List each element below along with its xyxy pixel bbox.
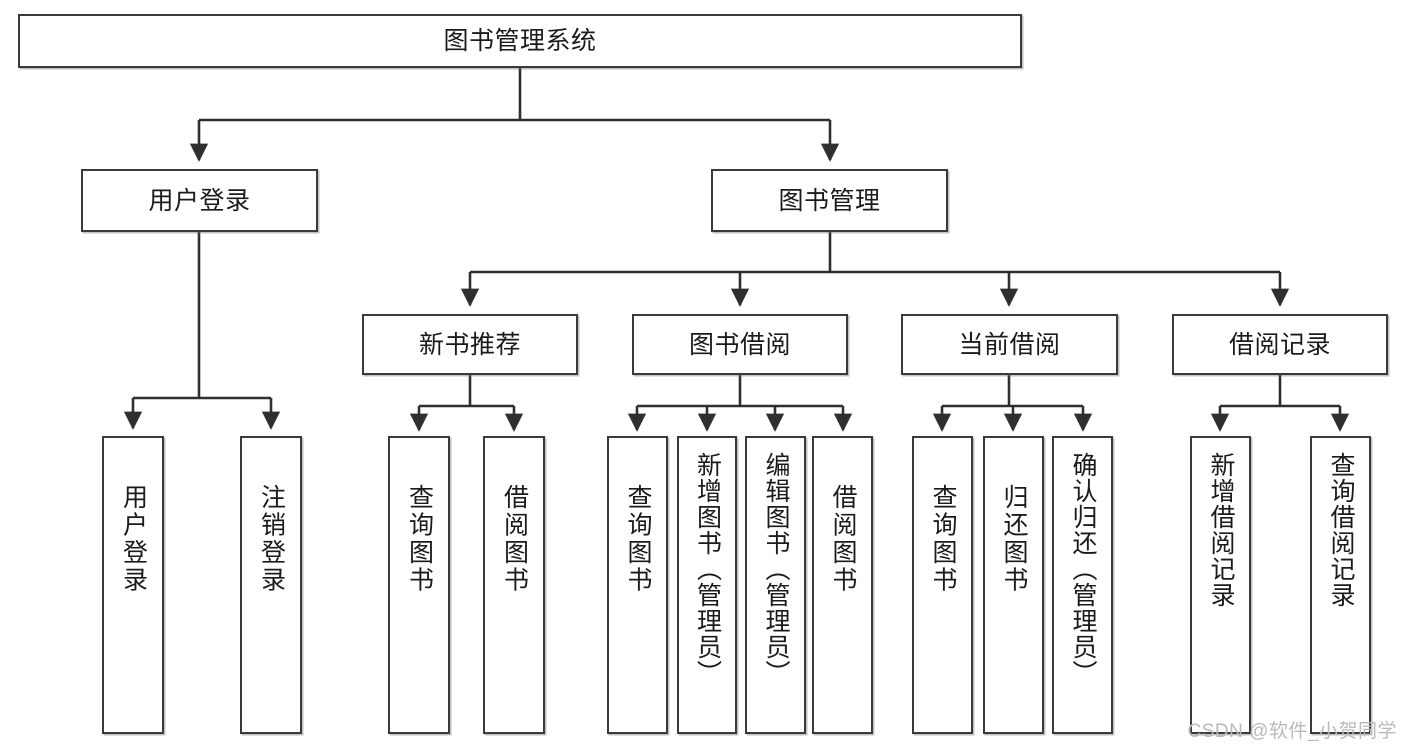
leaf-borrow-book-rec[interactable]: 借阅图书 — [483, 436, 545, 734]
leaf-user-login-label: 用户登录 — [119, 484, 148, 594]
leaf-query-record-label: 查询借阅记录 — [1327, 452, 1355, 608]
leaf-query-book-rec-label: 查询图书 — [405, 484, 434, 594]
leaf-confirm-return[interactable]: 确认归还（管理员） — [1052, 436, 1113, 734]
node-root[interactable]: 图书管理系统 — [18, 14, 1022, 68]
node-user-login-label: 用户登录 — [148, 186, 251, 215]
node-root-label: 图书管理系统 — [443, 27, 597, 55]
leaf-add-book[interactable]: 新增图书（管理员） — [677, 436, 737, 734]
leaf-query-book-rec[interactable]: 查询图书 — [388, 436, 450, 734]
leaf-return-book-label: 归还图书 — [1000, 484, 1028, 594]
node-user-login[interactable]: 用户登录 — [81, 169, 318, 232]
node-current-borrow[interactable]: 当前借阅 — [901, 314, 1118, 375]
node-book-borrow-label: 图书借阅 — [688, 330, 791, 359]
leaf-user-login[interactable]: 用户登录 — [102, 436, 164, 734]
leaf-borrow-book[interactable]: 借阅图书 — [812, 436, 873, 734]
leaf-query-record[interactable]: 查询借阅记录 — [1310, 436, 1371, 734]
leaf-edit-book-label: 编辑图书（管理员） — [762, 452, 790, 686]
leaf-query-book-borrow[interactable]: 查询图书 — [607, 436, 668, 734]
leaf-borrow-book-rec-label: 借阅图书 — [500, 484, 529, 594]
watermark-text: CSDN @软件_小贺同学 — [1187, 721, 1397, 742]
node-new-book-recommend-label: 新书推荐 — [418, 330, 521, 359]
leaf-add-book-label: 新增图书（管理员） — [693, 452, 722, 686]
leaf-user-logout[interactable]: 注销登录 — [240, 436, 302, 734]
leaf-add-record-label: 新增借阅记录 — [1207, 452, 1235, 608]
node-current-borrow-label: 当前借阅 — [958, 330, 1061, 359]
leaf-query-book-borrow-label: 查询图书 — [624, 484, 652, 594]
leaf-return-book[interactable]: 归还图书 — [983, 436, 1044, 734]
node-book-manage[interactable]: 图书管理 — [711, 169, 948, 232]
node-borrow-record-label: 借阅记录 — [1228, 330, 1331, 359]
leaf-edit-book[interactable]: 编辑图书（管理员） — [745, 436, 806, 734]
node-borrow-record[interactable]: 借阅记录 — [1172, 314, 1388, 375]
node-new-book-recommend[interactable]: 新书推荐 — [362, 314, 578, 375]
leaf-query-book-cur[interactable]: 查询图书 — [912, 436, 973, 734]
leaf-user-logout-label: 注销登录 — [257, 484, 286, 594]
leaf-confirm-return-label: 确认归还（管理员） — [1069, 452, 1097, 686]
leaf-query-book-cur-label: 查询图书 — [929, 484, 957, 594]
leaf-add-record[interactable]: 新增借阅记录 — [1190, 436, 1251, 734]
node-book-manage-label: 图书管理 — [778, 186, 881, 215]
node-book-borrow[interactable]: 图书借阅 — [632, 314, 848, 375]
leaf-borrow-book-label: 借阅图书 — [829, 484, 857, 594]
